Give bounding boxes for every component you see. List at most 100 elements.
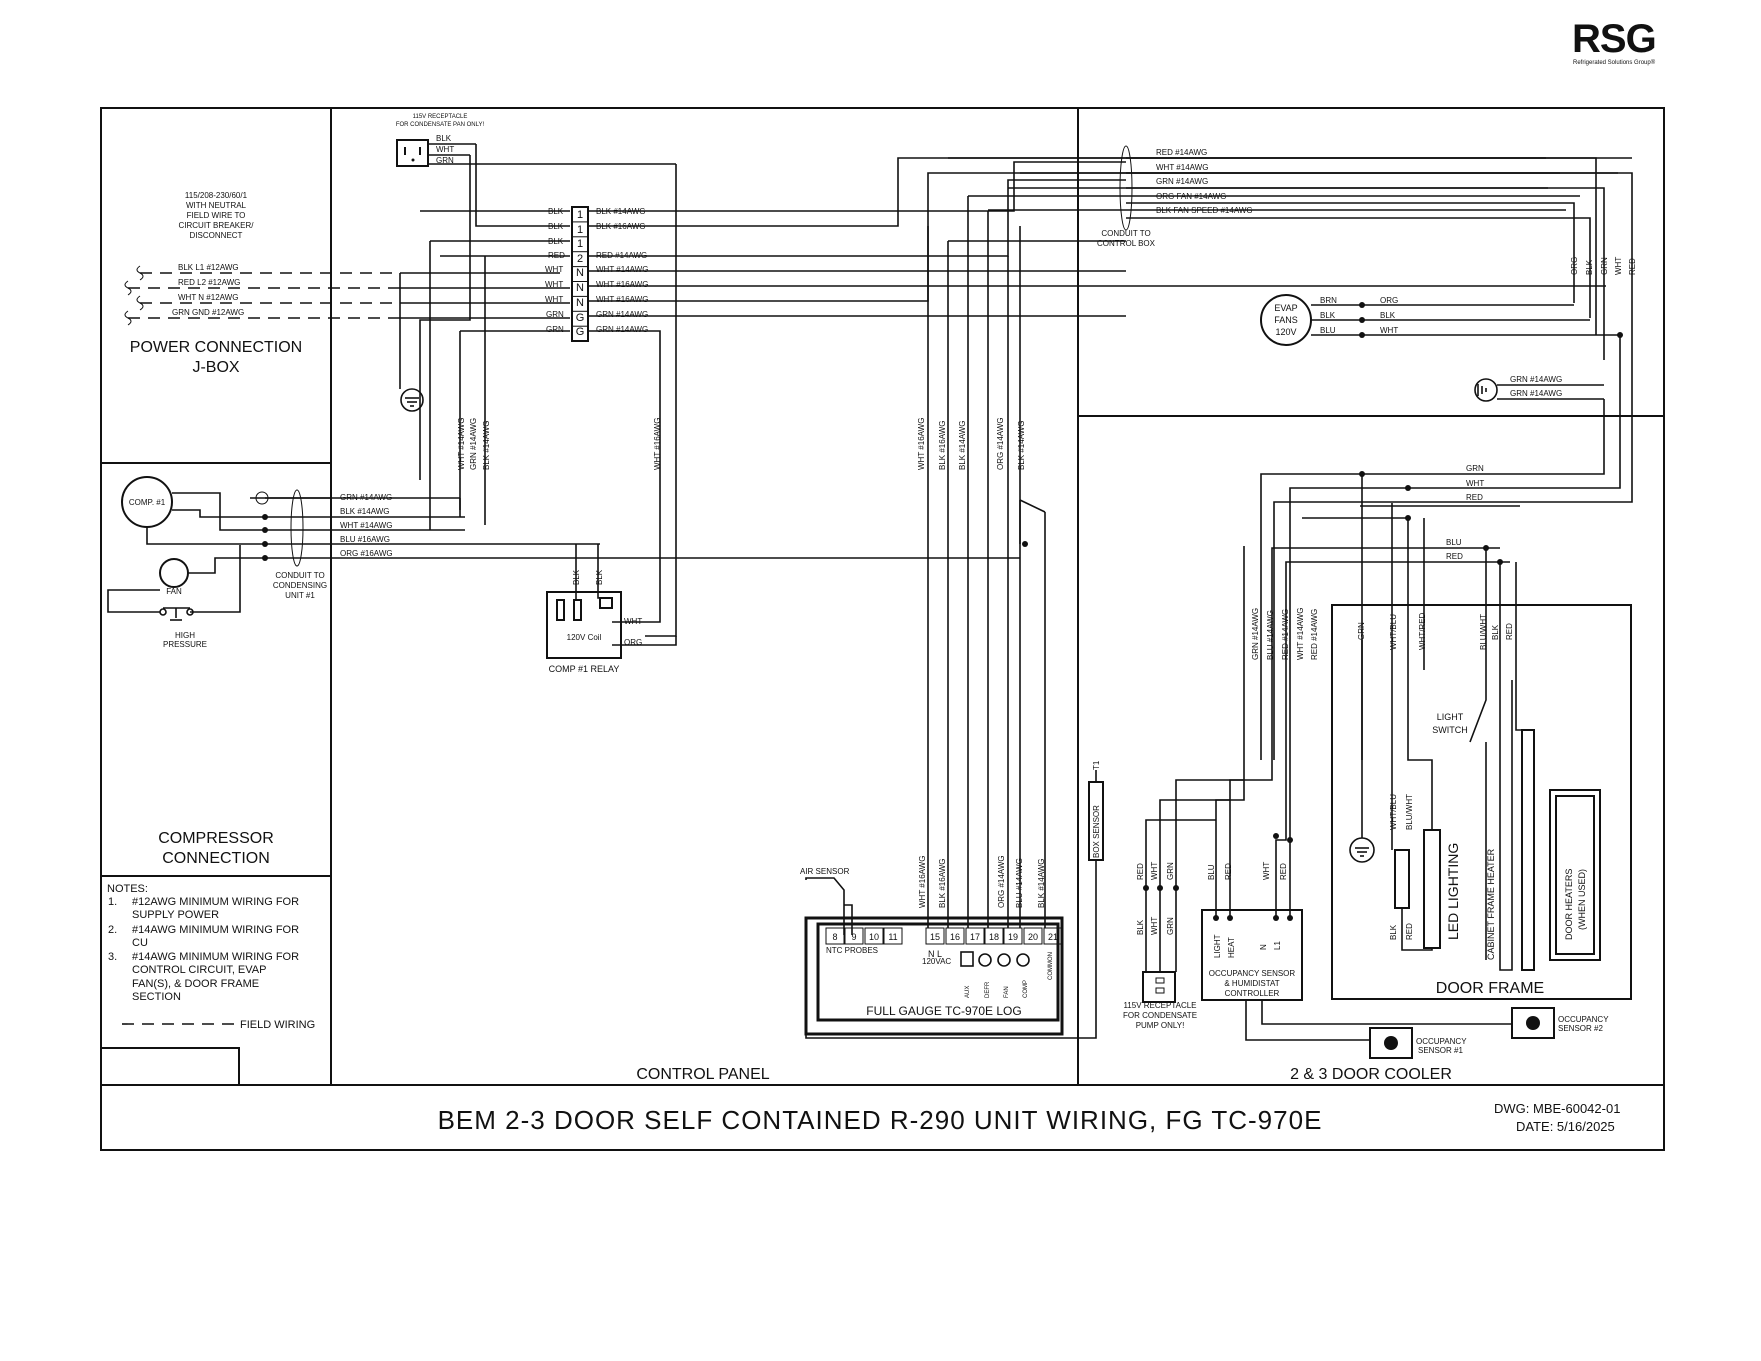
door-wire: WHT/RED (1418, 612, 1427, 650)
vert-wire-label: GRN (1600, 257, 1609, 275)
terminal-id: G (576, 326, 585, 338)
conduit-label: CONTROL BOX (1097, 239, 1156, 248)
terminal-left-label: BLK (548, 237, 564, 246)
door-wire: WHT/BLU (1389, 614, 1398, 650)
section-compressor-label-2: CONNECTION (162, 850, 270, 867)
door-wire: RED (1505, 623, 1514, 640)
occ-term: L1 (1273, 941, 1282, 950)
ctrl-vert-labels: WHT #16AWG BLK #16AWG ORG #14AWG BLU #14… (918, 499, 1046, 928)
sheet-frame (100, 107, 1665, 1151)
wire-label: ORG FAN #14AWG (1156, 192, 1226, 201)
terminal-outputs (588, 157, 1633, 860)
controller-terminal: 18 (989, 932, 999, 942)
led-wire-bot: BLK (1389, 924, 1398, 940)
comp-wire: BLU #16AWG (340, 535, 390, 544)
light-switch-label: SWITCH (1432, 725, 1468, 735)
vert-wire-label: BLK (1585, 259, 1594, 275)
vert-wire-label: BLK #16AWG (938, 420, 947, 470)
comp-wire: GRN #14AWG (340, 493, 392, 502)
comp-wire: BLK #14AWG (340, 507, 390, 516)
vert-wire-label: WHT #14AWG (457, 418, 466, 470)
controller-terminal: 10 (869, 932, 879, 942)
comp-wire: ORG #16AWG (340, 549, 393, 558)
hp-label: PRESSURE (163, 640, 207, 649)
ground-right: GRN #14AWG GRN #14AWG (1474, 375, 1604, 402)
ctrl-sub: DEFR (985, 981, 991, 998)
section-power-label-2: J-BOX (192, 359, 239, 376)
comp-relay: 120V Coil COMP #1 RELAY WHT ORG BLK BLK (546, 520, 677, 674)
evap-wire: BLK (1380, 311, 1396, 320)
terminal-id: N (576, 297, 584, 309)
cooler-top-wire: GRN (1466, 464, 1484, 473)
controller-name: FULL GAUGE TC-970E LOG (866, 1004, 1021, 1018)
wire-label: WHT #14AWG (1156, 163, 1208, 172)
vert-wire-label: ORG #14AWG (996, 417, 1005, 470)
vert-wire-label: BLK #14AWG (958, 420, 967, 470)
led-wire: WHT/BLU (1389, 794, 1398, 830)
controller-terminal-box (965, 927, 985, 945)
power-vert-labels: WHT #14AWG GRN #14AWG BLK #14AWG WHT #16… (457, 418, 662, 470)
terminal-left-label: WHT (545, 295, 563, 304)
receptacle-wire: GRN (436, 156, 454, 165)
terminal-left-label: WHT (545, 265, 563, 274)
supply-note-line: DISCONNECT (190, 231, 243, 240)
occ-s2: SENSOR #2 (1558, 1024, 1603, 1033)
notes: NOTES: 1. #12AWG MINIMUM WIRING FOR SUPP… (107, 883, 315, 1031)
fan-label: FAN (166, 587, 182, 596)
section-cooler-label: 2 & 3 DOOR COOLER (1290, 1066, 1452, 1083)
pump-receptacle-label: PUMP ONLY! (1136, 1021, 1185, 1030)
comp-conduit: UNIT #1 (285, 591, 315, 600)
terminal-right-label: WHT #16AWG (596, 295, 648, 304)
terminal-id: 1 (577, 209, 583, 221)
rec-wire-bot: GRN (1166, 917, 1175, 935)
vert-wire-label: BLK #16AWG (938, 858, 947, 908)
supply-note: 115/208-230/60/1 WITH NEUTRAL FIELD WIRE… (179, 191, 255, 240)
vert-wire-label: RED (1628, 258, 1637, 275)
controller-terminal: 21 (1048, 932, 1058, 942)
air-sensor-label: AIR SENSOR (800, 867, 850, 876)
wire-label: BLK FAN SPEED #14AWG (1156, 206, 1253, 215)
controller-terminal-box (1003, 927, 1023, 945)
vert-wire-label: ORG #14AWG (997, 855, 1006, 908)
ctrl-sub: COMP (1023, 980, 1029, 998)
door-frame-label: DOOR FRAME (1436, 980, 1544, 997)
controller-terminal: 16 (950, 932, 960, 942)
led-wire: BLU/WHT (1405, 794, 1414, 830)
rec-wire-bot: BLK (1136, 919, 1145, 935)
terminal-id: 1 (577, 238, 583, 250)
controller-terminal: 17 (970, 932, 980, 942)
terminal-id: 2 (577, 253, 583, 265)
supply-note-line: CIRCUIT BREAKER/ (179, 221, 255, 230)
evap-label: FANS (1274, 315, 1298, 325)
note-line: CONTROL CIRCUIT, EVAP (132, 964, 266, 976)
note-line: #12AWG MINIMUM WIRING FOR (132, 896, 299, 908)
drawing-number: DWG: MBE-60042-01 (1494, 1101, 1620, 1116)
supply-lines: BLK L1 #12AWG RED L2 #12AWG WHT N #12AWG… (124, 263, 400, 326)
controller-terminal-box (864, 927, 884, 945)
controller-terminal-box (825, 927, 845, 945)
relay-org: ORG (624, 638, 642, 647)
pump-receptacle-label: 115V RECEPTACLE (1123, 1001, 1196, 1010)
terminal-left-label: BLK (548, 222, 564, 231)
vert-wire-label: WHT (1614, 257, 1623, 275)
note-line: FAN(S), & DOOR FRAME (132, 978, 259, 990)
controller-terminal-box (844, 927, 864, 945)
occ-term: LIGHT (1213, 934, 1222, 958)
controller-terminal-box (1043, 927, 1063, 945)
cooler-blu: BLU (1446, 538, 1462, 547)
evap-wire: BLK (1320, 311, 1336, 320)
terminal-left-label: BLK (548, 207, 564, 216)
evap-label: 120V (1275, 327, 1296, 337)
comp-wire-labels: GRN #14AWG BLK #14AWG WHT #14AWG BLU #16… (340, 493, 461, 558)
vert-wire-label: RED #14AWG (1281, 609, 1290, 660)
relay-name: COMP #1 RELAY (549, 664, 620, 674)
cooler-top-wire: RED (1466, 493, 1483, 502)
controller-terminal-box (1023, 927, 1043, 945)
controller-terminal-box (945, 927, 965, 945)
vert-wire-label: GRN #14AWG (1251, 608, 1260, 660)
relay-blk: BLK (595, 569, 604, 585)
vert-wire-label: BLK #14AWG (1017, 420, 1026, 470)
nl-label: N L (928, 949, 942, 959)
